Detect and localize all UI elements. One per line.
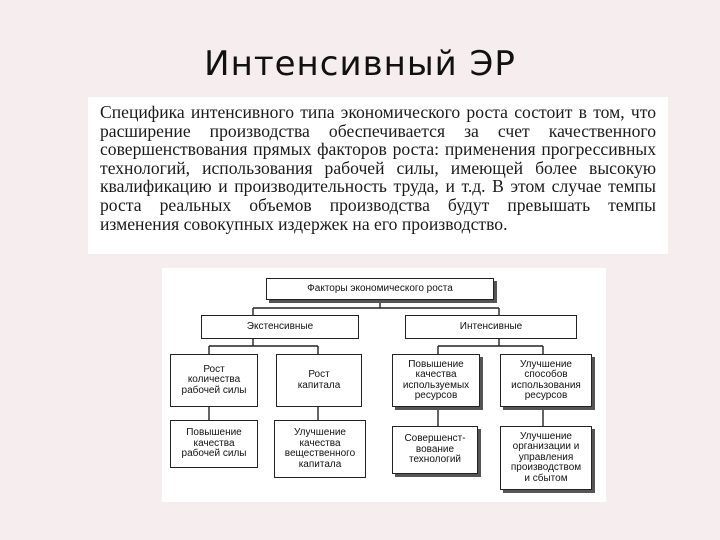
labor-quality-box: Повышение качества рабочей силы [170,420,258,468]
root-factors-box: Факторы экономического роста [266,278,494,300]
description-text-block: Специфика интенсивного типа экономическо… [88,97,668,254]
slide-title: Интенсивный ЭР [204,44,516,84]
technology-improvement-box: Совершенст- вование технологий [392,426,478,474]
capital-growth-box: Рост капитала [276,354,362,407]
labor-quantity-growth-box: Рост количества рабочей силы [170,354,258,407]
material-capital-quality-box: Улучшение качества вещественного капитал… [274,420,366,478]
management-improvement-box: Улучшение организации и управления произ… [500,426,592,490]
intensive-category-box: Интенсивные [405,315,577,339]
description-paragraph: Специфика интенсивного типа экономическо… [100,102,656,234]
resource-quality-box: Повышение качества используемых ресурсов [392,354,480,407]
extensive-category-box: Экстенсивные [201,315,359,339]
diagram-connectors [208,300,544,426]
resource-usage-box: Улучшение способов использования ресурсо… [500,354,592,407]
growth-factors-diagram: Факторы экономического роста Экстенсивны… [162,268,606,502]
